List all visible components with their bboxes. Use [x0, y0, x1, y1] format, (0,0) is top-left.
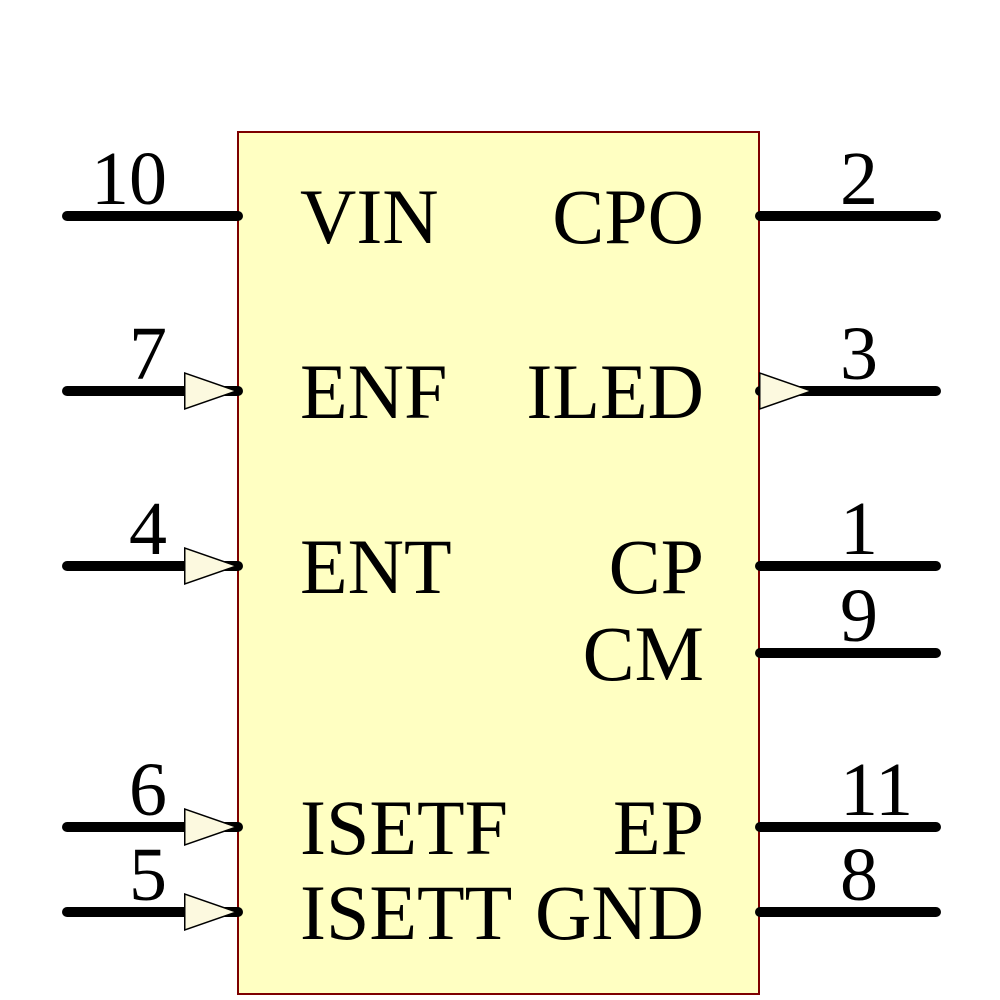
pin-1-wire	[755, 561, 941, 571]
pin-11-number: 11	[840, 748, 914, 832]
pin-4-name-label: ENT	[300, 523, 452, 610]
pin-2-number: 2	[840, 137, 878, 221]
pin-5-number: 5	[129, 833, 167, 917]
pin-6-arrow-icon	[184, 807, 238, 847]
pin-6-wire	[62, 822, 243, 832]
pin-4-number: 4	[129, 487, 167, 571]
pin-1-name-label: CP	[608, 523, 704, 610]
pin-9-name-label: CM	[582, 610, 704, 697]
pin-4-arrow-icon	[184, 546, 238, 586]
pin-5-arrow-icon	[184, 892, 238, 932]
pin-10-wire	[62, 211, 243, 221]
pin-6-number: 6	[129, 748, 167, 832]
pin-8-name-label: GND	[535, 869, 704, 956]
pin-7-number: 7	[129, 312, 167, 396]
pin-3-number: 3	[840, 312, 878, 396]
pin-11-wire	[755, 822, 941, 832]
pin-7-name-label: ENF	[300, 348, 448, 435]
pin-5-wire	[62, 907, 243, 917]
pin-3-name-label: ILED	[526, 348, 704, 435]
pin-4-wire	[62, 561, 243, 571]
pin-10-number: 10	[91, 137, 167, 221]
pin-11-name-label: EP	[612, 784, 704, 871]
pin-8-number: 8	[840, 833, 878, 917]
pin-2-wire	[755, 211, 941, 221]
pin-8-wire	[755, 907, 941, 917]
pin-3-arrow-icon	[759, 371, 813, 411]
pin-2-name-label: CPO	[552, 173, 704, 260]
ic-symbol-body	[237, 131, 760, 995]
pin-1-number: 1	[840, 487, 878, 571]
pin-3-wire	[755, 386, 941, 396]
pin-9-wire	[755, 648, 941, 658]
pin-5-name-label: ISETT	[300, 869, 513, 956]
pin-7-wire	[62, 386, 243, 396]
pin-10-name-label: VIN	[300, 173, 439, 260]
pin-7-arrow-icon	[184, 371, 238, 411]
pin-6-name-label: ISETF	[300, 784, 509, 871]
pin-9-number: 9	[840, 574, 878, 658]
